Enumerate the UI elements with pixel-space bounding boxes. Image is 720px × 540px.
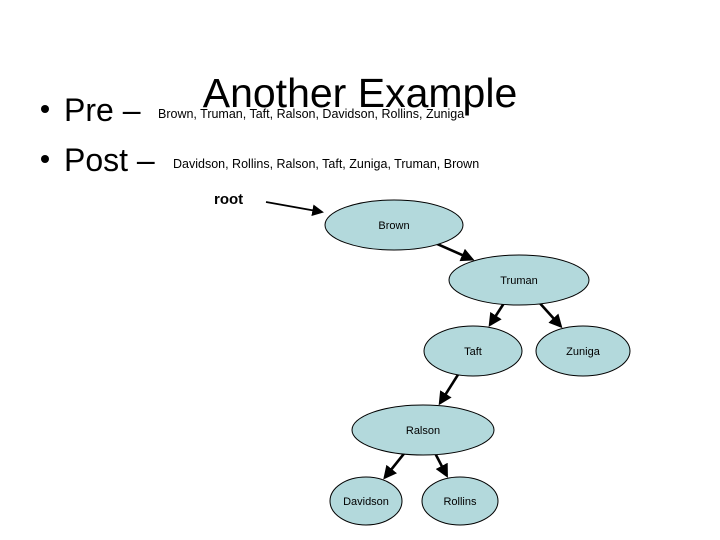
node-ellipse-zuniga	[535, 325, 631, 377]
node-ellipse-ralson	[351, 404, 495, 456]
tree-node-davidson[interactable]: Davidson	[329, 476, 403, 526]
bullet-detail-traversal: Brown, Truman, Taft, Ralson, Davidson, R…	[158, 107, 465, 121]
tree-node-brown[interactable]: Brown	[324, 199, 464, 251]
bullet-heading: Post –	[64, 142, 155, 178]
root-pointer-label: root	[214, 191, 244, 208]
node-ellipse-brown	[324, 199, 464, 251]
tree-edge-group	[383, 242, 563, 480]
node-label-rollins: Rollins	[443, 496, 477, 508]
tree-node-rollins[interactable]: Rollins	[421, 476, 499, 526]
node-ellipse-rollins	[421, 476, 499, 526]
tree-edge-ralson-to-rollins	[434, 453, 448, 478]
page-title: Another Example	[202, 70, 518, 117]
node-label-truman: Truman	[500, 275, 538, 287]
node-label-davidson: Davidson	[343, 496, 389, 508]
node-ellipse-truman	[448, 254, 590, 306]
root-pointer-arrow	[265, 201, 324, 217]
node-label-zuniga: Zuniga	[566, 346, 601, 358]
tree-edge-brown-to-truman	[436, 242, 475, 262]
tree-node-taft[interactable]: Taft	[423, 325, 523, 377]
tree-node-ralson[interactable]: Ralson	[351, 404, 495, 456]
bullet-list: Pre – Brown, Truman, Taft, Ralson, David…	[30, 92, 690, 196]
list-item: Post – Davidson, Rollins, Ralson, Taft, …	[30, 142, 690, 196]
node-ellipse-davidson	[329, 476, 403, 526]
bullet-dot-icon	[41, 105, 49, 113]
tree-edge-truman-to-zuniga	[538, 302, 563, 329]
node-ellipse-taft	[423, 325, 523, 377]
tree-edge-truman-to-taft	[488, 302, 505, 327]
tree-edge-taft-to-ralson	[438, 373, 460, 406]
tree-edge-ralson-to-davidson	[383, 452, 406, 480]
bullet-dot-icon	[41, 155, 49, 163]
bullet-detail-traversal: Davidson, Rollins, Ralson, Taft, Zuniga,…	[173, 157, 480, 171]
tree-node-truman[interactable]: Truman	[448, 254, 590, 306]
node-label-taft: Taft	[464, 346, 482, 358]
tree-node-zuniga[interactable]: Zuniga	[535, 325, 631, 377]
node-label-brown: Brown	[378, 220, 409, 232]
list-item: Pre – Brown, Truman, Taft, Ralson, David…	[30, 92, 690, 146]
node-label-ralson: Ralson	[406, 425, 440, 437]
bullet-heading: Pre –	[64, 92, 141, 128]
